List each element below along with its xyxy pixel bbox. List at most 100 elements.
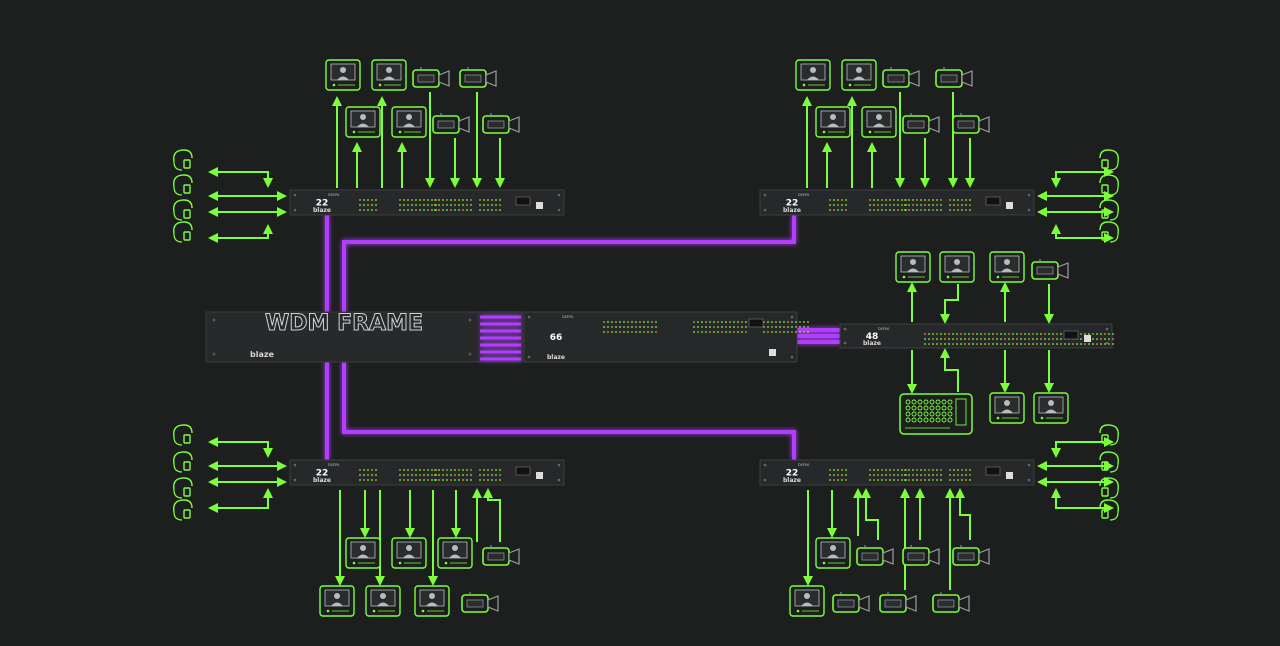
headset-icon: [173, 451, 193, 473]
camera-icon: [952, 545, 990, 566]
monitor-icon: [989, 251, 1025, 283]
signal-arrows: [208, 92, 1114, 590]
headset-icon: [173, 221, 193, 243]
signal-arrow: [1051, 167, 1114, 188]
monitor-icon: [414, 585, 450, 617]
camera-icon: [932, 592, 970, 613]
unit-label: DEEPA: [328, 463, 340, 467]
fiber-bottom-right: [342, 362, 796, 460]
monitor-icon: [371, 59, 407, 91]
unit-brand: blaze: [547, 354, 565, 361]
headset-icon: [1099, 221, 1119, 243]
signal-arrow: [955, 488, 971, 540]
headset-icon: [173, 499, 193, 521]
signal-arrow: [208, 437, 273, 458]
wdm-ports: [480, 315, 521, 361]
monitor-icon: [345, 537, 381, 569]
monitor-icon: [989, 392, 1025, 424]
monitor-icon: [437, 537, 473, 569]
signal-arrow: [1051, 437, 1114, 458]
signal-arrow: [208, 224, 273, 243]
camera-icon: [1031, 259, 1069, 280]
camera-icon: [482, 113, 520, 134]
monitor-icon: [895, 251, 931, 283]
fiber-top-right: [342, 215, 796, 312]
unit-brand: blaze: [863, 340, 881, 347]
signal-arrow: [861, 488, 879, 540]
unit-label: DEEPA: [798, 463, 810, 467]
camera-icon: [902, 113, 940, 134]
unit-model-number: 22: [786, 199, 799, 209]
headset-icon: [1099, 499, 1119, 521]
camera-icon: [902, 545, 940, 566]
signal-arrow: [940, 284, 959, 324]
headset-icon: [1099, 174, 1119, 196]
camera-icon: [412, 67, 450, 88]
unit-label: DEEPA: [798, 193, 810, 197]
monitor-icon: [789, 585, 825, 617]
unit-model-number: 22: [316, 469, 329, 479]
camera-icon: [952, 113, 990, 134]
monitor-icon: [939, 251, 975, 283]
signal-arrow: [208, 488, 273, 513]
signal-arrow: [483, 488, 501, 542]
monitor-icon: [815, 537, 851, 569]
camera-icon: [879, 592, 917, 613]
unit-model-number: 48: [866, 332, 879, 342]
monitor-icon: [365, 585, 401, 617]
unit-model-number: 22: [786, 469, 799, 479]
signal-arrow: [1051, 224, 1114, 243]
monitor-icon: [391, 106, 427, 138]
camera-icon: [856, 545, 894, 566]
camera-icon: [459, 67, 497, 88]
keypanel-icon: [899, 393, 973, 435]
camera-icon: [432, 113, 470, 134]
wdm-frame-title: WDM FRAME: [265, 311, 423, 336]
monitor-icon: [861, 106, 897, 138]
headset-icon: [1099, 199, 1119, 221]
monitor-icon: [795, 59, 831, 91]
headset-icon: [1099, 149, 1119, 171]
unit-label: DEEPA: [562, 315, 574, 319]
rack-unit-center: DEEPA 66 blaze: [523, 311, 809, 363]
unit-label: DEEPA: [878, 327, 890, 331]
fiber-links: [325, 215, 840, 460]
monitor-icon: [325, 59, 361, 91]
unit-brand: blaze: [313, 477, 331, 484]
unit-brand: blaze: [313, 207, 331, 214]
camera-icon: [482, 545, 520, 566]
unit-brand: blaze: [783, 477, 801, 484]
unit-model-number: 66: [550, 333, 563, 343]
monitor-icon: [391, 537, 427, 569]
camera-icon: [935, 67, 973, 88]
unit-model-number: 22: [316, 199, 329, 209]
headset-icon: [173, 477, 193, 499]
wdm-frame: WDM FRAME blaze: [205, 311, 523, 363]
headset-icon: [173, 174, 193, 196]
headset-icon: [1099, 477, 1119, 499]
fiber-right-unit: [797, 328, 840, 344]
monitor-icon: [841, 59, 877, 91]
headset-icon: [1099, 451, 1119, 473]
wdm-frame-brand: blaze: [250, 350, 275, 359]
headset-icon: [173, 199, 193, 221]
headset-icon: [173, 149, 193, 171]
signal-arrow: [208, 167, 273, 188]
camera-icon: [882, 67, 920, 88]
unit-brand: blaze: [783, 207, 801, 214]
rack-units: DEEPA22blazeDEEPA22blazeDEEPA22blazeDEEP…: [289, 189, 1114, 486]
camera-icon: [832, 592, 870, 613]
devices: [173, 59, 1119, 617]
monitor-icon: [1033, 392, 1069, 424]
signal-arrow: [1051, 488, 1114, 513]
unit-label: DEEPA: [328, 193, 340, 197]
headset-icon: [173, 424, 193, 446]
monitor-icon: [319, 585, 355, 617]
signal-arrow: [940, 348, 959, 392]
